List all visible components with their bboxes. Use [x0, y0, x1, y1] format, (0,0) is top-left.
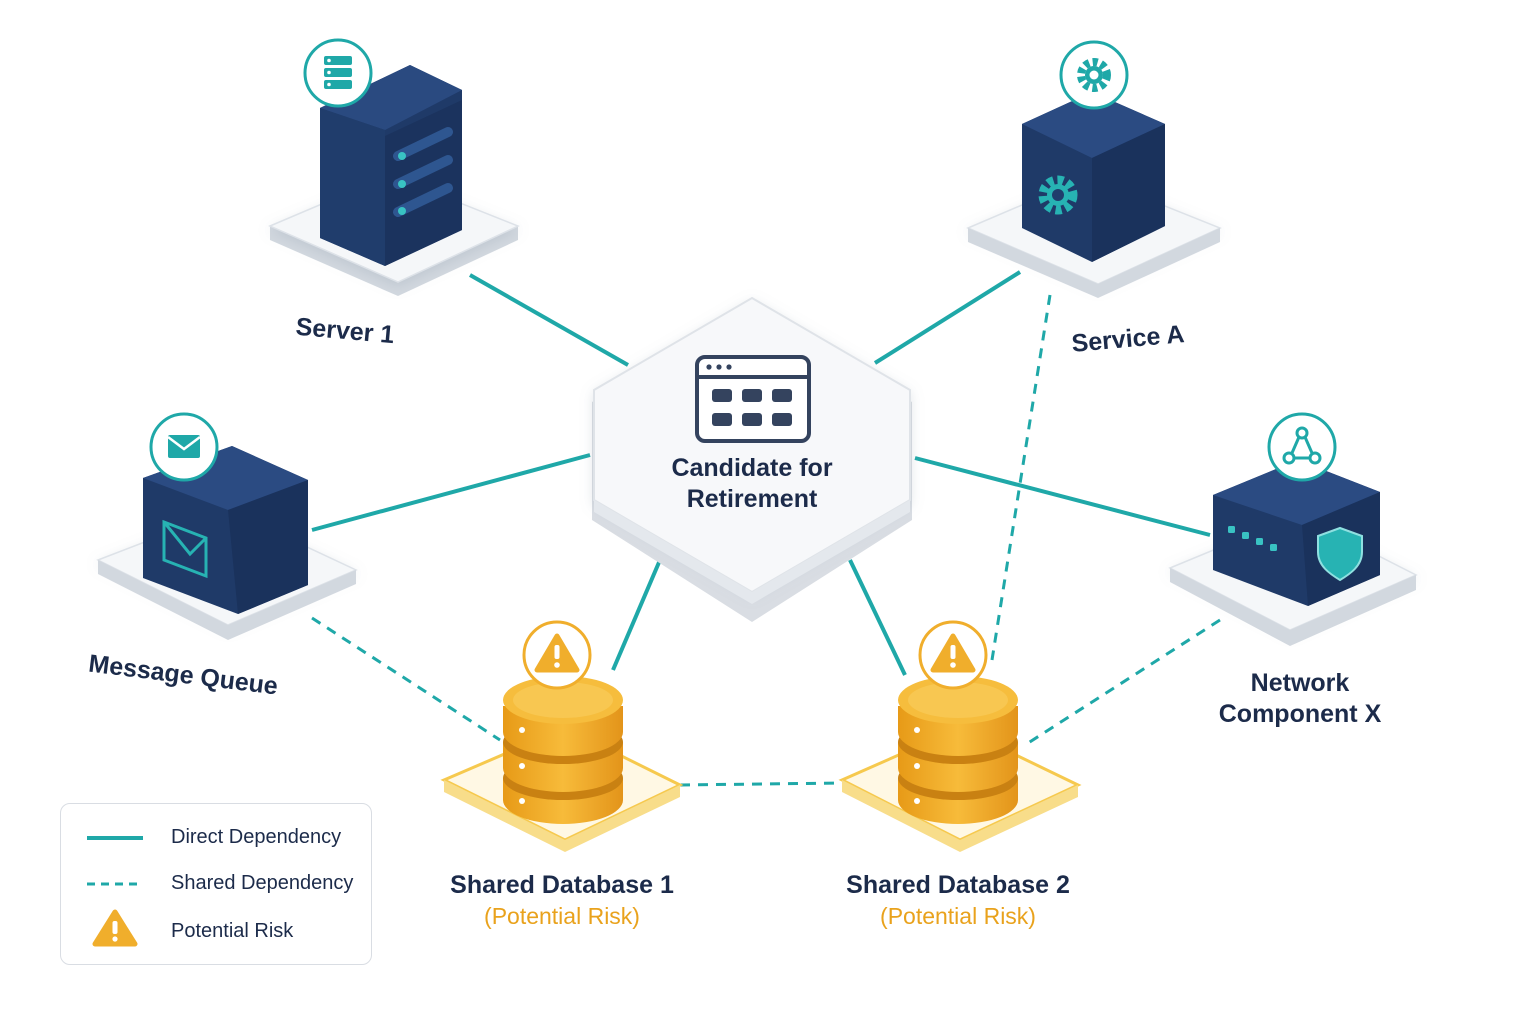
db1-risk-label: (Potential Risk)	[484, 903, 640, 929]
gear-icon	[1038, 175, 1078, 215]
node-center[interactable]	[592, 296, 912, 622]
edges	[311, 270, 1221, 787]
networkx-label-line1: Network	[1250, 669, 1350, 697]
shared-line-swatch	[87, 882, 143, 886]
legend-risk-label: Potential Risk	[171, 920, 294, 942]
edge-center-serviceA	[873, 270, 1022, 365]
node-serviceA[interactable]	[966, 40, 1222, 298]
db2-risk-label: (Potential Risk)	[880, 903, 1036, 929]
edge-center-db2	[848, 559, 907, 676]
database-stack	[898, 676, 1018, 824]
legend-direct-label: Direct Dependency	[171, 826, 342, 848]
center-title: Candidate for Retirement	[632, 453, 872, 515]
edge-center-server1	[469, 273, 629, 367]
edge-shared-db1-db2	[679, 781, 843, 787]
gear-icon	[1059, 40, 1129, 110]
warning-icon	[522, 620, 592, 690]
db2-label: Shared Database 2 (Potential Risk)	[828, 870, 1088, 932]
edge-center-networkx	[914, 456, 1211, 537]
center-title-line1: Candidate for	[671, 454, 833, 482]
db1-label: Shared Database 1 (Potential Risk)	[432, 870, 692, 932]
warning-icon	[918, 620, 988, 690]
legend: Direct Dependency Shared Dependency Pote…	[60, 803, 372, 965]
node-messagequeue[interactable]	[96, 412, 358, 640]
envelope-icon	[149, 412, 219, 482]
db1-label-title: Shared Database 1	[450, 871, 674, 899]
node-server1[interactable]	[268, 38, 520, 296]
center-title-line2: Retirement	[686, 485, 818, 513]
edge-center-messagequeue	[311, 453, 591, 532]
edge-center-db1	[611, 559, 662, 671]
edge-shared-networkx-db2	[1024, 618, 1221, 747]
networkx-label-line2: Component X	[1218, 700, 1382, 728]
port-lights	[1228, 526, 1277, 551]
edge-shared-serviceA-db2	[990, 294, 1052, 661]
legend-shared-label: Shared Dependency	[171, 872, 354, 894]
envelope-icon	[162, 519, 208, 579]
legend-direct: Direct Dependency	[61, 824, 371, 854]
networkx-label: Network Component X	[1200, 668, 1400, 730]
node-db2[interactable]	[838, 620, 1082, 852]
legend-risk: Potential Risk	[61, 909, 371, 947]
server-icon	[303, 38, 373, 108]
db2-label-title: Shared Database 2	[846, 871, 1070, 899]
network-shield-icon	[1267, 412, 1337, 482]
node-db1[interactable]	[440, 620, 684, 852]
database-stack	[503, 676, 623, 824]
shield-icon	[1317, 526, 1363, 582]
app-window-icon	[695, 355, 811, 443]
node-networkx[interactable]	[1168, 412, 1418, 646]
legend-shared: Shared Dependency	[61, 870, 371, 900]
direct-line-swatch	[87, 836, 143, 840]
edge-shared-mq-db1	[311, 616, 501, 742]
warning-icon	[92, 909, 138, 947]
